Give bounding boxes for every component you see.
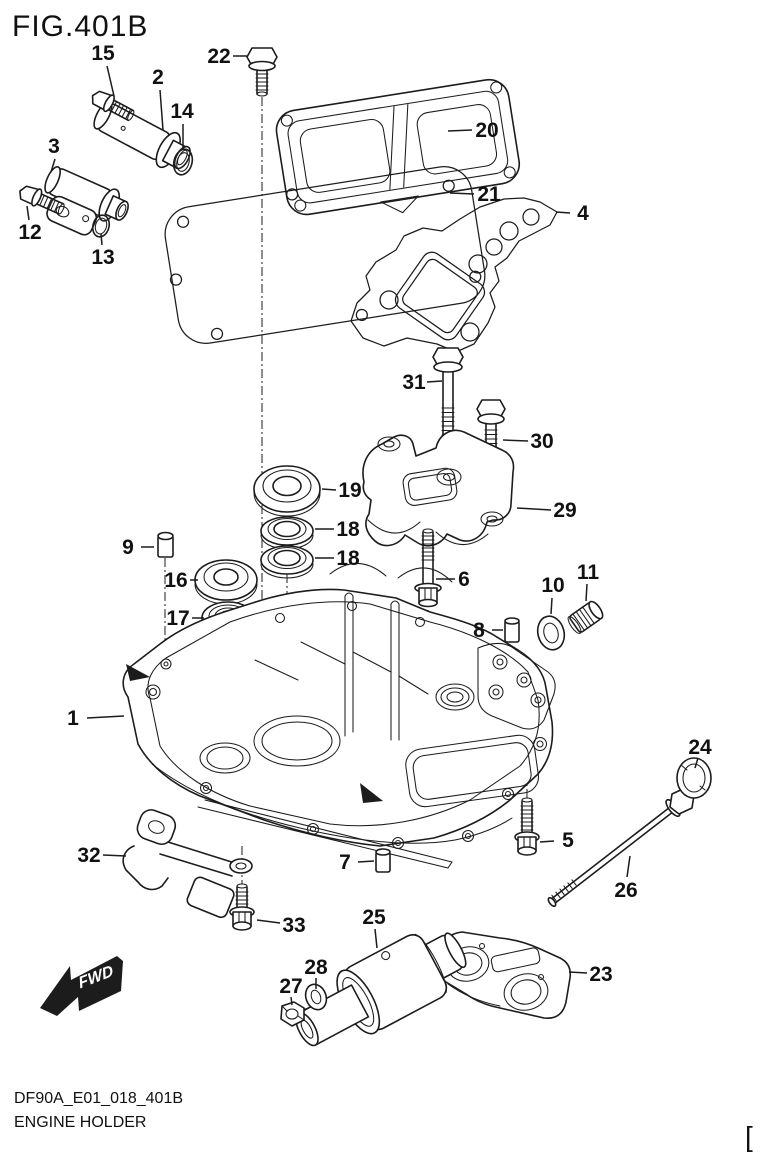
part-label-30: 30: [530, 430, 553, 453]
part-label-23: 23: [589, 963, 612, 986]
leader-line-29: [516, 507, 552, 511]
leader-line-7: [357, 860, 375, 863]
part-label-19: 19: [338, 479, 361, 502]
part-label-31: 31: [402, 371, 426, 394]
part-label-11: 11: [577, 561, 600, 584]
part-28-washer: [304, 983, 328, 1011]
leader-line-25: [374, 928, 378, 949]
part-29-bracket: [362, 429, 515, 547]
part-12-bolt: [19, 185, 65, 215]
part-27-nut: [280, 1001, 305, 1027]
part-label-27: 27: [279, 975, 302, 998]
part-label-5: 5: [562, 829, 574, 852]
callouts: 1234567891011121314151617181819202122232…: [18, 42, 712, 1006]
part-label-6: 6: [458, 568, 470, 591]
leader-line-33: [256, 919, 281, 924]
leader-line-20: [447, 129, 473, 132]
part-label-33: 33: [282, 914, 305, 937]
part-label-20: 20: [475, 119, 498, 142]
leader-line-23: [568, 971, 588, 974]
leader-line-12: [26, 205, 30, 221]
part-label-32: 32: [77, 844, 100, 867]
part-label-1: 1: [67, 707, 79, 730]
leader-line-19: [321, 488, 337, 491]
leader-line-24: [694, 757, 699, 769]
part-label-29: 29: [553, 499, 576, 522]
part-label-2: 2: [152, 66, 164, 89]
part-label-26: 26: [614, 879, 637, 902]
part-label-21: 21: [477, 183, 501, 206]
leader-line-13: [100, 233, 103, 246]
part-label-16: 16: [164, 569, 187, 592]
figure-title: FIG.401B: [12, 10, 148, 43]
part-label-15: 15: [91, 42, 115, 65]
part-label-25: 25: [362, 906, 386, 929]
part-16-bearing: [194, 559, 258, 605]
leader-line-21: [449, 192, 475, 195]
drawing-code: DF90A_E01_018_401B: [14, 1090, 183, 1107]
part-label-17: 17: [166, 607, 189, 630]
leader-line-32: [102, 854, 127, 857]
part-9-pin: [157, 531, 174, 558]
part-2-sensor: [93, 100, 191, 170]
part-label-8: 8: [473, 619, 485, 642]
part-14-o-ring: [172, 148, 194, 176]
leader-line-30: [502, 439, 529, 442]
part-label-24: 24: [688, 736, 712, 759]
leader-line-26: [626, 855, 631, 878]
part-11-plug: [567, 600, 604, 634]
leader-line-10: [550, 597, 553, 615]
part-label-14: 14: [170, 100, 194, 123]
part-label-3: 3: [48, 135, 60, 158]
part-20-cover: [275, 78, 521, 216]
part-31-bolt: [432, 347, 464, 443]
part-32-bracket: [122, 809, 253, 919]
part-label-28: 28: [304, 956, 328, 979]
part-label-7: 7: [339, 851, 351, 874]
part-6-bolt: [414, 528, 442, 608]
leader-line-11: [585, 583, 588, 602]
part-23-mount-block: [436, 931, 572, 1019]
part-24-cap: [676, 757, 712, 799]
leader-line-3: [50, 158, 56, 173]
leader-line-2: [159, 89, 164, 131]
leader-line-15: [106, 65, 115, 97]
part-label-4: 4: [577, 202, 589, 225]
part-label-22: 22: [207, 45, 230, 68]
part-5-bolt: [514, 797, 540, 856]
part-15-bolt: [91, 90, 135, 122]
page-corner-mark: [: [745, 1121, 753, 1152]
part-18-washer-upper: [260, 516, 314, 550]
part-7-pin: [375, 848, 391, 873]
part-label-18b: 18: [336, 547, 360, 570]
leader-line-5: [539, 840, 555, 843]
part-10-washer: [536, 615, 566, 651]
part-19-bearing: [253, 465, 321, 517]
part-22-bolt: [246, 47, 278, 97]
part-label-9: 9: [122, 536, 134, 559]
figure-name: ENGINE HOLDER: [14, 1114, 146, 1131]
part-18-washer-lower: [260, 545, 314, 579]
part-label-12: 12: [18, 221, 41, 244]
part-3-sensor: [44, 166, 129, 236]
part-33-bolt: [229, 883, 255, 931]
part-label-10: 10: [541, 574, 564, 597]
center-axis-lines: [127, 97, 528, 1012]
part-8-pin: [504, 617, 520, 643]
part-label-18a: 18: [336, 518, 360, 541]
leader-line-31: [426, 380, 443, 383]
part-21-gasket: [164, 166, 486, 344]
fwd-direction-arrow: FWD: [40, 956, 123, 1016]
leader-line-27: [290, 996, 293, 1006]
part-label-13: 13: [91, 246, 114, 269]
leader-line-4: [555, 211, 571, 214]
part-13-o-ring: [91, 214, 111, 238]
leader-line-1: [86, 715, 125, 719]
part-1-engine-holder-body: [122, 563, 556, 869]
part-4-gasket: [350, 197, 558, 353]
